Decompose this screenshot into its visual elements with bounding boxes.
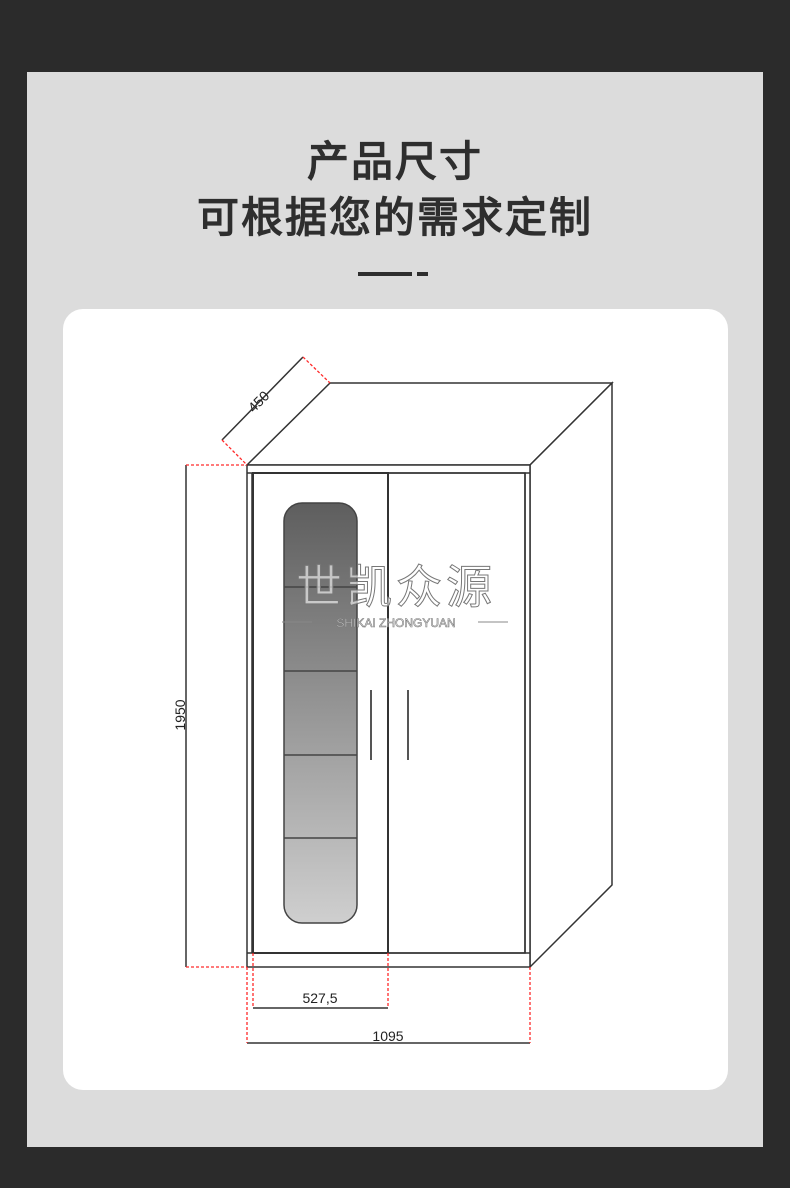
cabinet-side: [529, 381, 613, 969]
page-subtitle: 可根据您的需求定制: [196, 193, 593, 242]
title-divider: [358, 272, 412, 276]
dimension-markers: [186, 356, 531, 1043]
height-label: 1950: [172, 699, 188, 730]
title-divider-dot: [417, 272, 428, 276]
watermark-chinese: 世凯众源: [296, 560, 496, 614]
total-width-label: 1095: [372, 1028, 403, 1044]
shelf-lines: [284, 586, 357, 839]
door-width-label: 527,5: [302, 990, 337, 1006]
glass-window: [283, 502, 358, 924]
watermark-english: SHIKAI ZHONGYUAN: [336, 616, 455, 630]
right-door: [387, 472, 526, 954]
watermark-logo: 世凯众源 SHIKAI ZHONGYUAN: [282, 560, 508, 630]
page-title: 产品尺寸: [306, 137, 483, 186]
depth-dimension-line: [221, 356, 304, 441]
